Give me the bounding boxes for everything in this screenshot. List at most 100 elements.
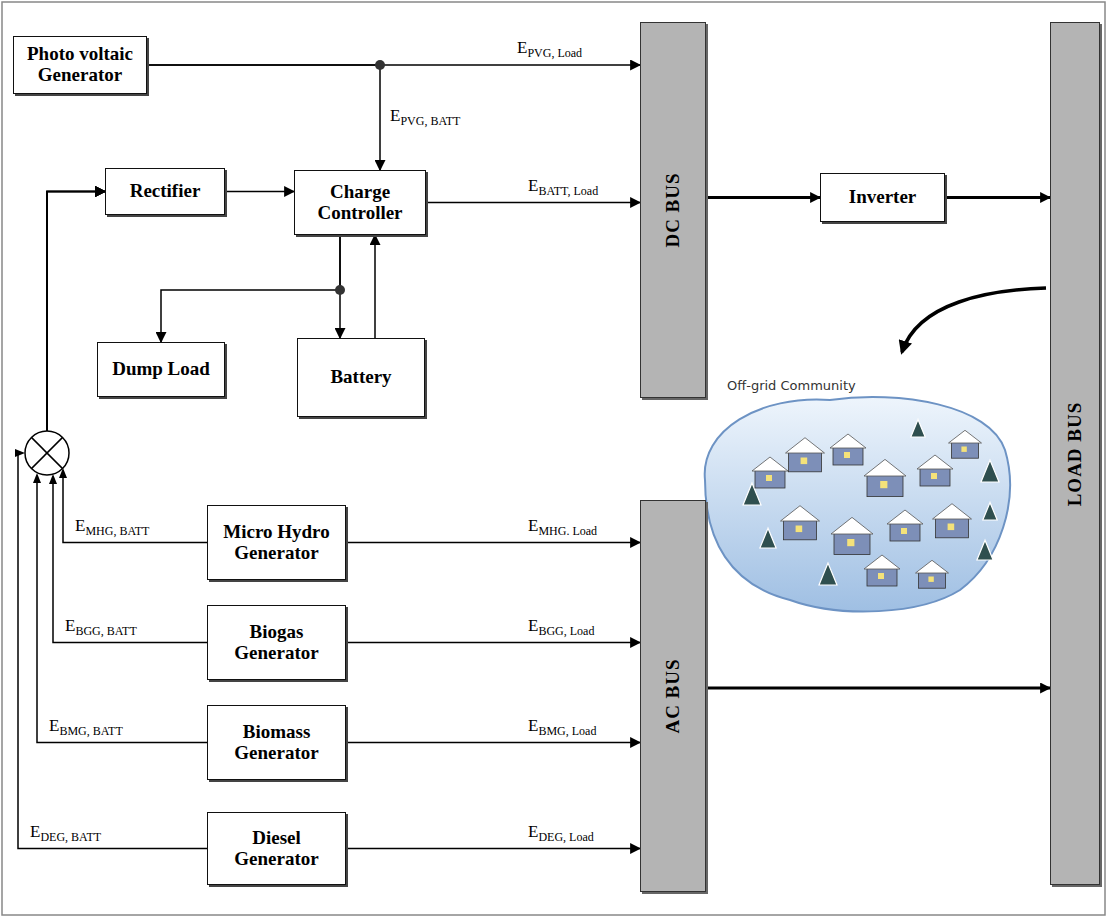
flow-label: EBMG, BATT — [47, 716, 125, 736]
house-window — [901, 528, 907, 534]
house-wall — [784, 520, 817, 540]
bus-label: AC BUS — [662, 658, 684, 733]
bus-bar: DC BUS — [640, 22, 706, 398]
flow-label: EBATT, Load — [526, 176, 600, 196]
flow-label: EMHG. Load — [526, 516, 599, 536]
component-label: Biogas Generator — [214, 622, 339, 664]
energy-flow-line — [706, 687, 1050, 690]
flow-label: EBGG, BATT — [63, 616, 139, 636]
house-window — [931, 473, 937, 479]
house-roof — [752, 457, 788, 471]
energy-flow-line — [706, 196, 820, 199]
bus-bar: AC BUS — [640, 500, 706, 892]
summing-junction — [25, 431, 69, 475]
energy-flow-line — [47, 192, 207, 643]
component-box: Biomass Generator — [207, 705, 346, 780]
component-box: Biogas Generator — [207, 605, 346, 680]
energy-flow-line — [17, 192, 207, 849]
bus-label: DC BUS — [662, 172, 684, 247]
flow-label: EPVG, Load — [515, 38, 584, 58]
house-wall — [867, 475, 903, 497]
house-wall — [920, 468, 950, 486]
energy-flow-line — [346, 742, 640, 744]
illustration-caption: Off-grid Community — [727, 378, 856, 393]
energy-flow-line — [37, 192, 207, 743]
house-window — [847, 539, 854, 546]
house-window — [928, 577, 933, 582]
component-label: Dump Load — [112, 359, 210, 380]
house-roof — [786, 438, 825, 453]
flow-label: EBMG, Load — [526, 716, 598, 736]
house-wall — [834, 533, 870, 555]
house-window — [844, 452, 850, 458]
component-label: Battery — [330, 367, 391, 388]
flow-label: EDEG, Load — [526, 822, 596, 842]
house-roof — [916, 560, 949, 573]
flow-label: EPVG, BATT — [388, 106, 462, 126]
component-box: Inverter — [820, 173, 945, 222]
house-roof — [933, 504, 972, 519]
house-roof — [781, 506, 820, 521]
energy-flow-line — [161, 235, 340, 342]
energy-flow-line — [225, 191, 294, 193]
house-wall — [952, 442, 979, 458]
house-window — [948, 524, 955, 531]
tree-icon — [760, 528, 776, 548]
energy-flow-line — [346, 642, 640, 644]
house-window — [878, 573, 884, 579]
supply-arrow — [902, 288, 1046, 352]
junction-arrowhead — [15, 449, 25, 457]
component-label: Micro Hydro Generator — [214, 522, 339, 564]
energy-flow-line — [945, 196, 1050, 199]
component-label: Charge Controller — [301, 182, 419, 224]
junction-dot — [335, 285, 345, 295]
tree-icon — [981, 460, 999, 482]
energy-flow-line — [426, 202, 640, 204]
component-label: Biomass Generator — [214, 722, 339, 764]
component-box: Diesel Generator — [207, 812, 346, 885]
flow-label: EMHG, BATT — [73, 516, 151, 536]
house-wall — [833, 447, 863, 465]
village-illustration — [743, 419, 999, 588]
energy-flow-line — [147, 65, 380, 170]
house-window — [880, 481, 887, 488]
house-wall — [919, 572, 946, 588]
component-label: Inverter — [849, 187, 917, 208]
flow-label: EBGG, Load — [526, 616, 596, 636]
component-box: Dump Load — [97, 342, 225, 397]
house-roof — [887, 510, 923, 524]
house-wall — [867, 568, 897, 586]
summing-cross — [31, 437, 62, 468]
component-box: Charge Controller — [294, 170, 426, 235]
component-box: Battery — [297, 338, 425, 417]
house-roof — [864, 555, 900, 569]
bus-bar: LOAD BUS — [1050, 22, 1100, 885]
component-label: Photo voltaic Generator — [20, 44, 140, 86]
component-label: Diesel Generator — [214, 828, 339, 870]
tree-icon — [819, 563, 837, 585]
house-wall — [890, 523, 920, 541]
flow-label: EDEG, BATT — [28, 822, 103, 842]
component-label: Rectifier — [130, 181, 201, 202]
house-roof — [949, 430, 982, 443]
tree-icon — [983, 502, 997, 520]
house-wall — [936, 518, 969, 538]
house-roof — [917, 455, 953, 469]
component-box: Rectifier — [105, 168, 225, 215]
tree-icon — [977, 540, 993, 560]
house-window — [796, 526, 803, 533]
energy-flow-line — [374, 235, 376, 338]
energy-flow-line — [346, 848, 640, 850]
community-ground — [705, 397, 1010, 611]
house-window — [961, 447, 966, 452]
house-wall — [755, 470, 785, 488]
energy-flow-line — [346, 542, 640, 544]
house-roof — [831, 517, 873, 534]
house-window — [801, 458, 808, 465]
summing-cross — [31, 437, 62, 468]
